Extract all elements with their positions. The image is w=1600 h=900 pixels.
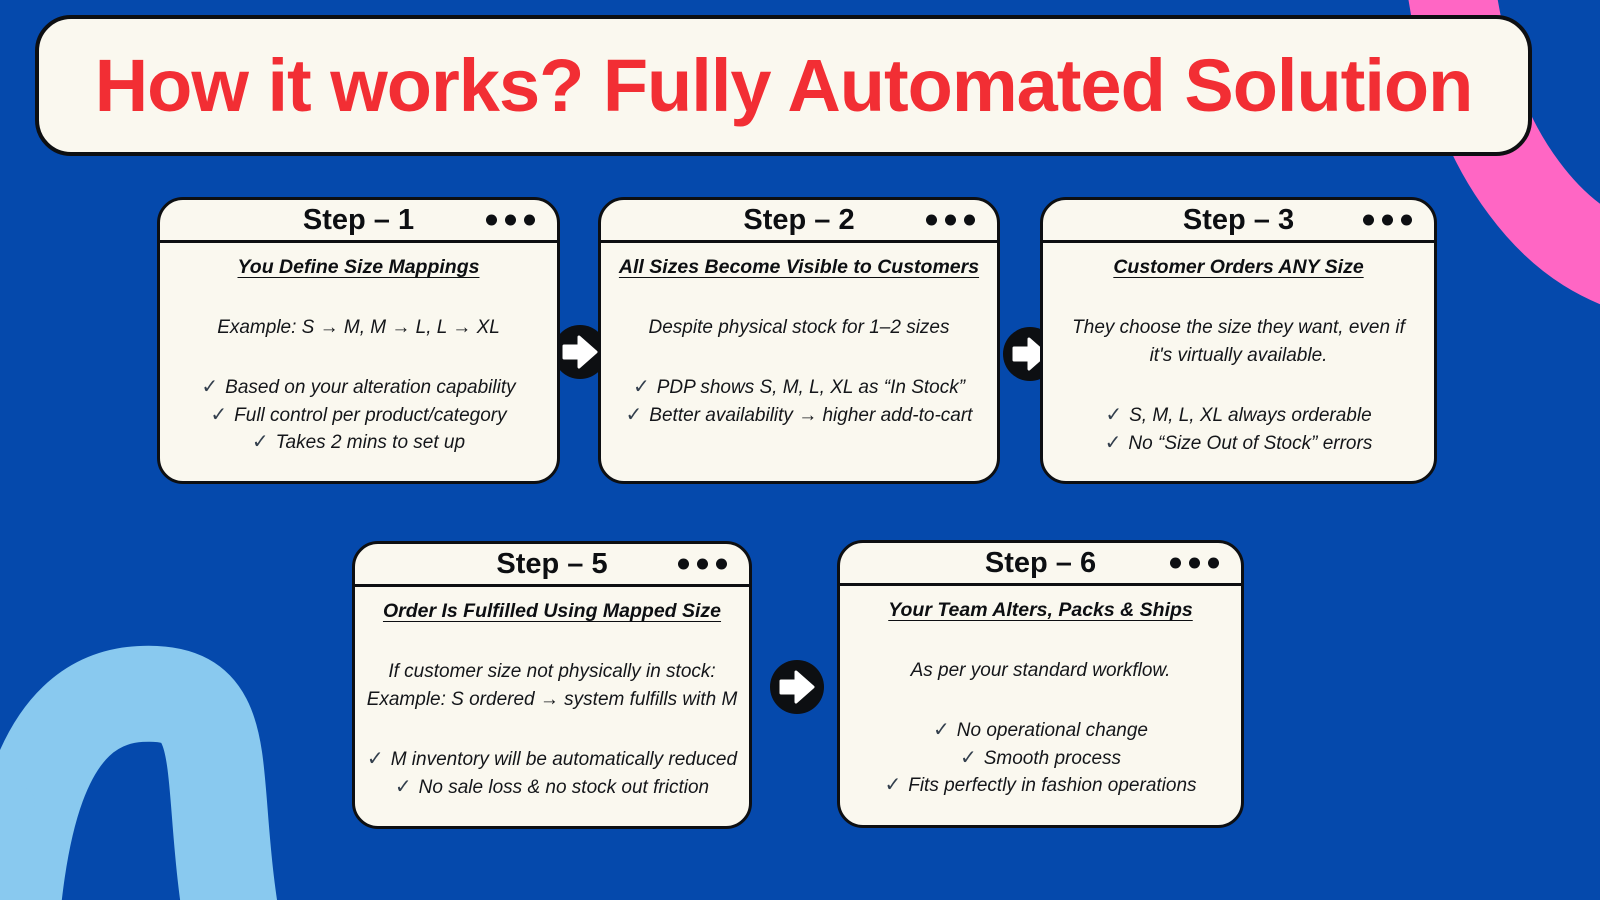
card-header: Step – 6 — [840, 543, 1241, 586]
check-text: No “Size Out of Stock” errors — [1128, 432, 1373, 454]
check-text: M inventory will be automatically reduce… — [390, 749, 738, 770]
check-icon: ✓ — [366, 748, 384, 770]
body-line: it's virtually available. — [1149, 345, 1328, 366]
card-content: Your Team Alters, Packs & Ships As per y… — [840, 599, 1241, 800]
window-dots-icon — [1162, 557, 1219, 569]
card-checklist: ✓S, M, L, XL always orderable ✓No “Size … — [1055, 402, 1422, 457]
step-card-2: Step – 2 All Sizes Become Visible to Cus… — [598, 197, 1000, 484]
step-title: Step – 3 — [1182, 203, 1295, 236]
step-card-6: Step – 6 Your Team Alters, Packs & Ships… — [837, 540, 1244, 828]
check-icon: ✓ — [1104, 431, 1122, 454]
check-item: ✓ Better availability → higher add-to-car… — [613, 402, 985, 430]
step-card-3: Step – 3 Customer Orders ANY Size They c… — [1040, 197, 1437, 484]
step-title: Step – 6 — [984, 546, 1097, 579]
card-checklist: ✓ No operational change ✓ Smooth process ✓… — [852, 717, 1229, 800]
check-text: No sale loss & no stock out friction — [418, 776, 710, 798]
card-heading: Order Is Fulfilled Using Mapped Size — [382, 600, 722, 622]
check-item: ✓ No “Size Out of Stock” errors — [1055, 430, 1422, 458]
card-content: You Define Size Mappings Example: S → M,… — [160, 256, 557, 457]
card-content: Order Is Fulfilled Using Mapped Size If … — [355, 600, 749, 801]
check-item: ✓ S, M, L, XL always orderable — [1055, 402, 1422, 430]
check-text: S, M, L, XL always orderable — [1129, 405, 1372, 426]
check-text: Better availability → higher add-to-cart — [649, 404, 973, 426]
card-description: Despite physical stock for 1–2 sizes — [613, 314, 985, 342]
window-dots-icon — [918, 214, 975, 226]
card-checklist: ✓ PDP shows S, M, L, XL as “In Stock” ✓ Be… — [613, 374, 985, 429]
window-dots-icon — [1355, 214, 1412, 226]
check-icon: ✓ — [394, 775, 412, 798]
check-text: Fits perfectly in fashion operations — [908, 775, 1197, 796]
check-item: ✓ No operational change — [852, 717, 1229, 745]
body-line: They choose the size they want, even if — [1072, 317, 1405, 338]
check-text: Takes 2 mins to set up — [275, 432, 466, 453]
body-line: As per your standard workflow. — [910, 660, 1171, 681]
check-item: ✓ Fits perfectly in fashion operations — [852, 772, 1229, 800]
step-card-5: Step – 5 Order Is Fulfilled Using Mapped… — [352, 541, 752, 829]
window-dots-icon — [478, 214, 535, 226]
check-item: ✓ No sale loss & no stock out friction — [361, 774, 743, 802]
card-checklist: ✓ M inventory will be automatically reduc… — [361, 746, 743, 801]
check-icon: ✓ — [625, 403, 643, 426]
check-icon: ✓ — [1105, 404, 1123, 426]
check-text: Full control per product/category — [234, 404, 507, 426]
page-title: How it works? Fully Automated Solution — [94, 44, 1474, 127]
body-line: Example: S → M, M → L, L → XL — [217, 317, 500, 338]
check-text: Smooth process — [983, 747, 1122, 769]
flow-arrow-icon — [552, 324, 608, 380]
check-text: Based on your alteration capability — [225, 377, 516, 398]
card-header: Step – 1 — [160, 200, 557, 243]
check-item: ✓ PDP shows S, M, L, XL as “In Stock” — [613, 374, 985, 402]
check-item: ✓ Full control per product/category — [172, 402, 545, 430]
card-header: Step – 5 — [355, 544, 749, 587]
card-header: Step – 2 — [601, 200, 997, 243]
card-description: They choose the size they want, even if … — [1055, 314, 1422, 370]
window-dots-icon — [670, 558, 727, 570]
check-icon: ✓ — [210, 403, 228, 426]
body-line: Example: S ordered → system fulfills wit… — [366, 689, 738, 710]
card-heading: All Sizes Become Visible to Customers — [618, 256, 980, 278]
check-icon: ✓ — [632, 376, 650, 398]
card-heading: You Define Size Mappings — [237, 256, 480, 278]
card-heading: Your Team Alters, Packs & Ships — [888, 599, 1193, 621]
card-content: Customer Orders ANY Size They choose the… — [1043, 256, 1434, 457]
check-text: PDP shows S, M, L, XL as “In Stock” — [656, 377, 966, 398]
card-description: Example: S → M, M → L, L → XL — [172, 314, 545, 342]
step-card-1: Step – 1 You Define Size Mappings Exampl… — [157, 197, 560, 484]
check-icon: ✓ — [959, 746, 977, 769]
check-icon: ✓ — [933, 719, 950, 741]
card-content: All Sizes Become Visible to Customers De… — [601, 256, 997, 429]
body-line: Despite physical stock for 1–2 sizes — [648, 317, 950, 338]
check-icon: ✓ — [251, 431, 269, 453]
card-description: As per your standard workflow. — [852, 657, 1229, 685]
title-banner: How it works? Fully Automated Solution — [35, 15, 1532, 156]
check-item: ✓ Takes 2 mins to set up — [172, 429, 545, 457]
step-title: Step – 1 — [302, 203, 415, 236]
step-title: Step – 5 — [496, 547, 608, 580]
check-item: ✓ M inventory will be automatically reduc… — [361, 746, 743, 774]
flow-arrow-icon — [769, 659, 825, 715]
body-line: If customer size not physically in stock… — [388, 661, 716, 682]
card-header: Step – 3 — [1043, 200, 1434, 243]
card-heading: Customer Orders ANY Size — [1113, 256, 1364, 278]
check-item: ✓ Smooth process — [852, 745, 1229, 773]
check-item: ✓ Based on your alteration capability — [172, 374, 545, 402]
check-icon: ✓ — [201, 376, 219, 398]
check-icon: ✓ — [884, 774, 902, 796]
check-text: No operational change — [956, 720, 1148, 741]
step-title: Step – 2 — [743, 203, 855, 236]
blue-squiggle-decoration — [0, 645, 278, 900]
card-checklist: ✓ Based on your alteration capability ✓ Fu… — [172, 374, 545, 457]
card-description: If customer size not physically in stock… — [361, 658, 743, 714]
